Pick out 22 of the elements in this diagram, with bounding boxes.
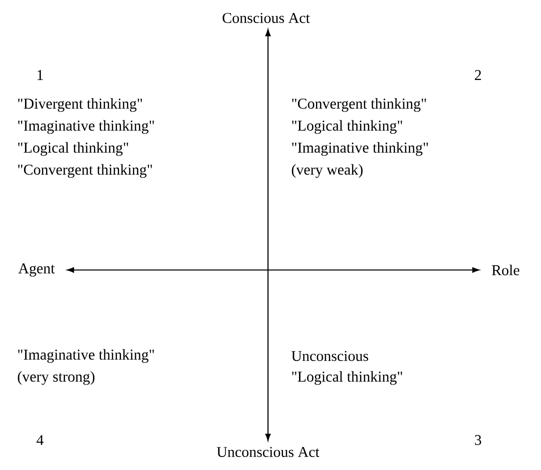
quadrant-text: "Divergent thinking" xyxy=(18,98,142,112)
quadrant-text: "Logical thinking" xyxy=(292,120,402,134)
axis-label: Conscious Act xyxy=(222,12,310,24)
quadrant-text: (very weak) xyxy=(292,164,363,178)
quadrant-text: "Convergent thinking" xyxy=(18,164,152,178)
quadrant-text: "Imaginative thinking" xyxy=(292,142,428,156)
axis-arrow xyxy=(265,29,271,441)
quadrant-number: 1 xyxy=(38,70,43,80)
quadrant-number: 3 xyxy=(474,434,482,446)
quadrant-number: 4 xyxy=(36,435,44,445)
axis-label: Role xyxy=(492,264,520,276)
quadrant-text: "Imaginative thinking" xyxy=(18,349,154,363)
quadrant-text: (very strong) xyxy=(18,371,94,385)
quadrant-text: Unconscious xyxy=(292,350,368,362)
quadrant-number: 2 xyxy=(474,70,481,80)
quadrant-text: "Logical thinking" xyxy=(292,371,402,385)
quadrant-text: "Imaginative thinking" xyxy=(18,120,154,134)
axis-arrow xyxy=(67,267,480,273)
axis-label: Agent xyxy=(18,263,55,277)
quadrant-text: "Convergent thinking" xyxy=(292,98,426,112)
axis-label: Unconscious Act xyxy=(216,446,320,458)
quadrant-text: "Logical thinking" xyxy=(18,142,128,156)
